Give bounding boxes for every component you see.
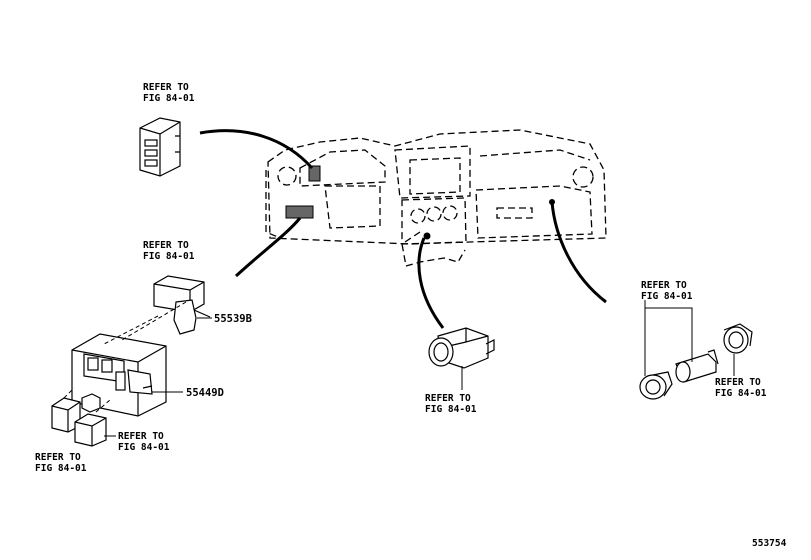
callout-mid-left-line1: REFER TO [143, 240, 189, 251]
callout-center-line2: FIG 84-01 [425, 404, 477, 415]
callout-right-top-line2: FIG 84-01 [641, 291, 693, 302]
callout-top-left-line1: REFER TO [143, 82, 189, 93]
location-curves [199, 129, 607, 329]
callout-bottom-left-a-line2: FIG 84-01 [35, 463, 87, 474]
callout-bottom-left-b-line2: FIG 84-01 [118, 442, 170, 453]
switch-panel-55449d [71, 333, 167, 417]
assembly-lines [63, 301, 187, 413]
part-number-55449d: 55449D [186, 387, 224, 399]
callout-right-top-line1: REFER TO [641, 280, 687, 291]
callout-top-left-line2: FIG 84-01 [143, 93, 195, 104]
callout-right-bottom-line1: REFER TO [715, 377, 761, 388]
callout-right-bottom-line2: FIG 84-01 [715, 388, 767, 399]
switch-55539b [153, 275, 211, 335]
right-socket-parts [639, 323, 753, 400]
upper-left-switch [139, 117, 181, 177]
callout-center-line1: REFER TO [425, 393, 471, 404]
callout-mid-left-line2: FIG 84-01 [143, 251, 195, 262]
leader-lines [104, 300, 735, 437]
instrument-panel [265, 129, 607, 267]
part-number-55539b: 55539B [214, 313, 252, 325]
center-socket [428, 327, 495, 369]
small-switch-knobs [51, 393, 107, 447]
callout-bottom-left-b-line1: REFER TO [118, 431, 164, 442]
callout-bottom-left-a-line1: REFER TO [35, 452, 81, 463]
figure-id: 553754 [752, 538, 787, 549]
